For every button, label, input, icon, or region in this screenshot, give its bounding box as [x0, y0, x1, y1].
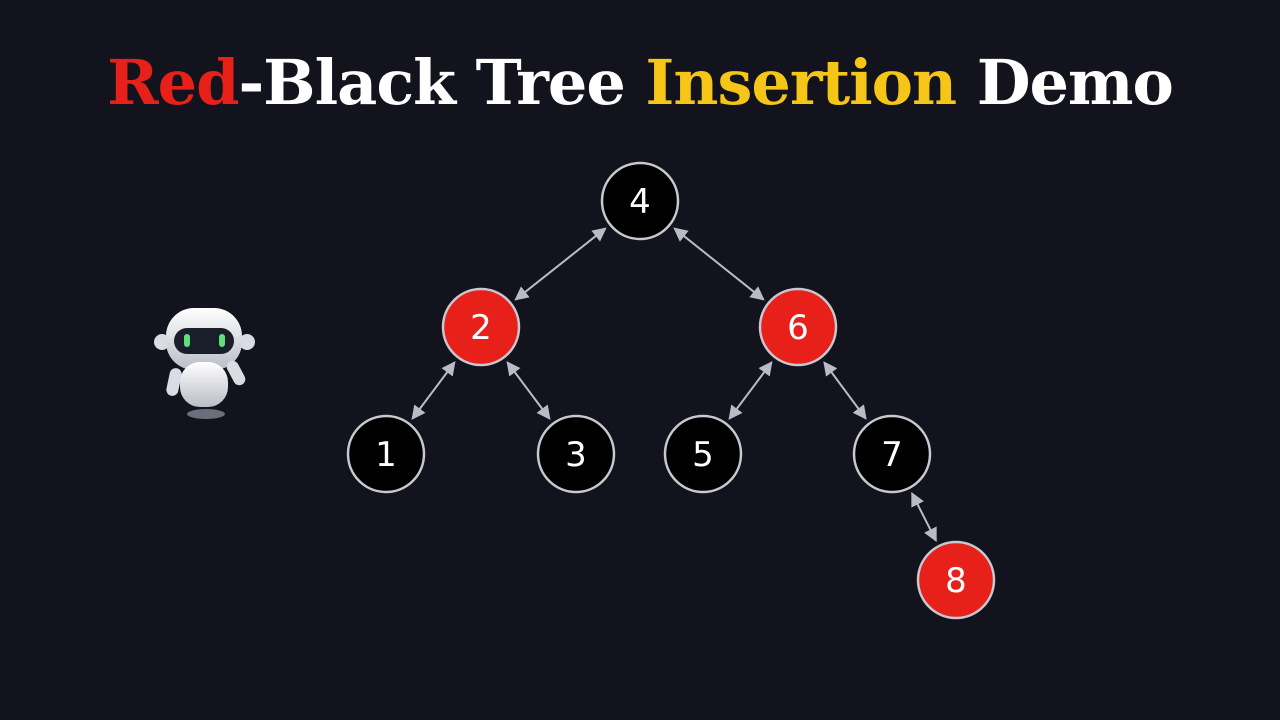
tree-node-label: 7 — [881, 435, 903, 475]
tree-node-label: 8 — [945, 561, 967, 601]
tree-node-circle — [536, 414, 616, 494]
tree-edge-n6-n5 — [728, 361, 773, 420]
tree-node-circle — [916, 540, 996, 620]
tree-node-7: 7 — [852, 414, 932, 494]
tree-node-circle — [758, 287, 838, 367]
tree-node-label: 3 — [565, 435, 587, 475]
tree-node-label: 6 — [787, 308, 809, 348]
tree-node-4: 4 — [600, 161, 680, 241]
tree-edge-n6-n7 — [823, 361, 867, 420]
tree-node-5: 5 — [663, 414, 743, 494]
tree-edge-n7-n8 — [911, 491, 937, 543]
page-title: Red-Black Tree Insertion Demo — [0, 52, 1280, 114]
tree-node-3: 3 — [536, 414, 616, 494]
title-word-black-tree: -Black Tree — [238, 46, 646, 119]
tree-node-circle — [346, 414, 426, 494]
tree-edge-n2-n3 — [506, 361, 551, 420]
tree-edge-n2-n1 — [411, 361, 456, 420]
tree-edge-n4-n6 — [673, 227, 765, 301]
tree-node-circle — [852, 414, 932, 494]
tree-node-label: 4 — [629, 182, 651, 222]
title-word-red: Red — [107, 46, 239, 119]
tree-node-circle — [663, 414, 743, 494]
tree-node-label: 2 — [470, 308, 492, 348]
tree-node-label: 5 — [692, 435, 714, 475]
title-word-demo: Demo — [956, 46, 1174, 119]
tree-node-circle — [600, 161, 680, 241]
robot-icon — [150, 300, 260, 430]
tree-node-circle — [441, 287, 521, 367]
tree-node-1: 1 — [346, 414, 426, 494]
title-word-insertion: Insertion — [645, 46, 957, 119]
tree-node-2: 2 — [441, 287, 521, 367]
tree-node-6: 6 — [758, 287, 838, 367]
tree-node-label: 1 — [375, 435, 397, 475]
tree-node-8: 8 — [916, 540, 996, 620]
tree-edge-n4-n2 — [514, 227, 607, 301]
